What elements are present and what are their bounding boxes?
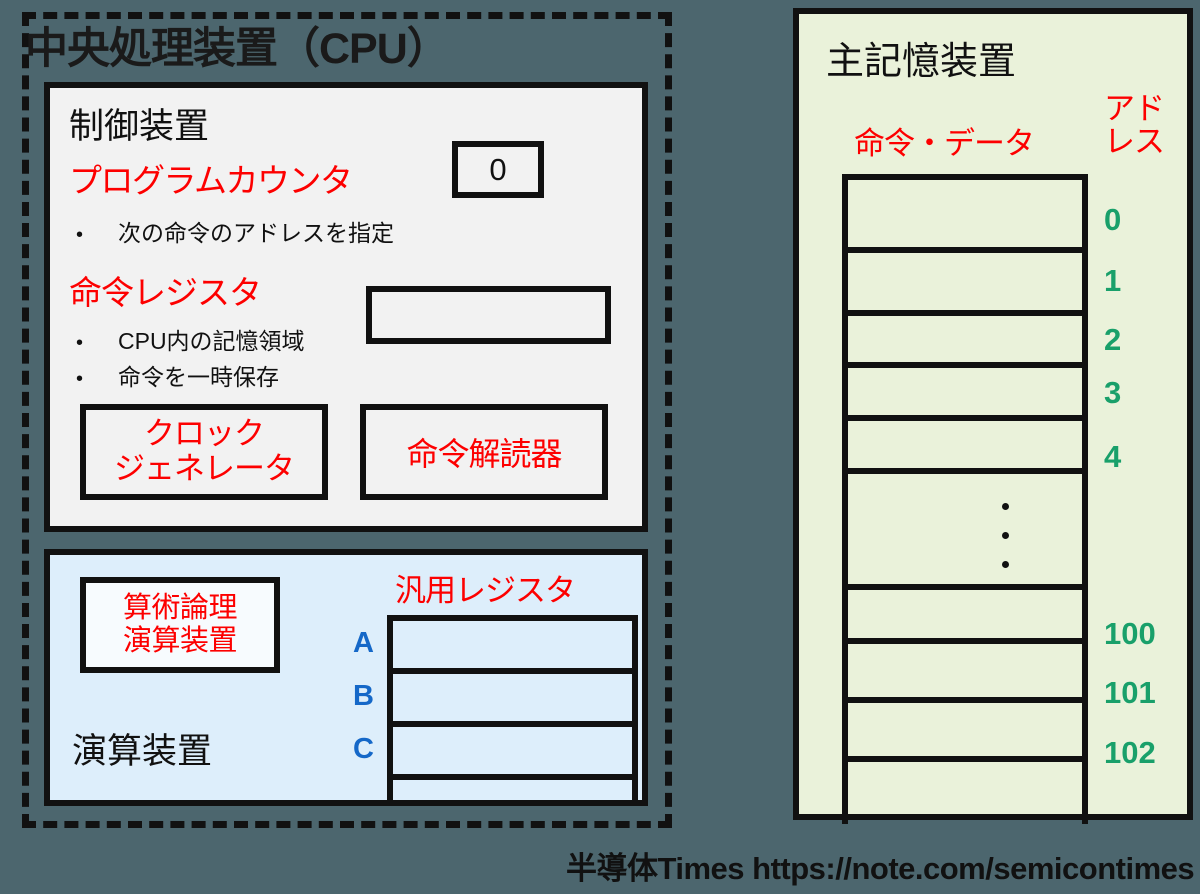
alu-line-2: 演算装置 <box>122 625 238 657</box>
memory-address-4: 4 <box>1104 439 1122 474</box>
instruction-register-bullet-1: • CPU内の記憶領域 <box>76 322 305 356</box>
memory-hline <box>842 247 1088 253</box>
memory-hline <box>842 638 1088 644</box>
bullet-text: 次の命令のアドレスを指定 <box>118 220 394 246</box>
register-name-b: B <box>353 680 374 712</box>
cpu-title: 中央処理装置（CPU） <box>25 25 450 73</box>
memory-hline <box>842 310 1088 316</box>
program-counter-label: プログラムカウンタ <box>69 162 353 199</box>
bullet-dot-icon: • <box>76 332 84 354</box>
memory-ellipsis-icon <box>1002 492 1009 579</box>
alu-line-1: 算術論理 <box>122 591 238 624</box>
instruction-decoder-box: 命令解読器 <box>360 404 608 500</box>
bullet-text: 命令を一時保存 <box>118 364 279 390</box>
gpr-hline <box>387 721 638 727</box>
control-unit-panel: 制御装置 プログラムカウンタ 0 • 次の命令のアドレスを指定 命令レジスタ •… <box>44 82 648 532</box>
gpr-left-border <box>387 615 393 800</box>
memory-hline <box>842 468 1088 474</box>
instruction-register-value-box[interactable] <box>366 286 611 344</box>
instruction-decoder-label: 命令解読器 <box>406 436 562 472</box>
clock-generator-box: クロック ジェネレータ <box>80 404 328 500</box>
memory-hline <box>842 697 1088 703</box>
gpr-hline <box>387 615 638 621</box>
register-name-a: A <box>353 627 374 659</box>
memory-left-border <box>842 174 848 824</box>
memory-hline <box>842 756 1088 762</box>
memory-address-101: 101 <box>1104 675 1156 710</box>
arithmetic-unit-panel: 算術論理 演算装置 演算装置 汎用レジスタ A B C <box>44 549 648 806</box>
memory-address-3: 3 <box>1104 375 1122 410</box>
program-counter-bullet-1: • 次の命令のアドレスを指定 <box>76 214 394 248</box>
clock-generator-line-1: クロック <box>144 416 265 452</box>
bullet-dot-icon: • <box>76 224 84 246</box>
program-counter-value-box[interactable]: 0 <box>452 141 544 198</box>
main-memory-panel: 主記憶装置 命令・データ アドレス 0 1 2 3 4 100 101 102 <box>793 8 1193 824</box>
program-counter-value: 0 <box>489 151 507 187</box>
general-registers-table <box>387 615 638 800</box>
alu-box: 算術論理 演算装置 <box>80 577 280 673</box>
general-registers-label: 汎用レジスタ <box>395 573 576 608</box>
memory-address-102: 102 <box>1104 735 1156 770</box>
memory-hline <box>842 362 1088 368</box>
memory-hline <box>842 584 1088 590</box>
control-unit-title: 制御装置 <box>69 107 210 146</box>
bullet-dot-icon: • <box>76 368 84 390</box>
instruction-register-label: 命令レジスタ <box>69 274 262 311</box>
memory-cell-table <box>842 174 1088 824</box>
memory-hline <box>842 415 1088 421</box>
gpr-hline <box>387 668 638 674</box>
footer-credit: 半導体Times https://note.com/semicontimes <box>566 851 1195 886</box>
memory-address-1: 1 <box>1104 263 1122 298</box>
gpr-right-border <box>632 615 638 800</box>
cpu-container <box>22 12 672 828</box>
memory-address-100: 100 <box>1104 616 1156 651</box>
memory-column-header-data: 命令・データ <box>854 126 1035 161</box>
memory-hline <box>842 174 1088 180</box>
register-name-c: C <box>353 733 374 765</box>
memory-column-header-address: アドレス <box>1104 91 1165 160</box>
memory-address-2: 2 <box>1104 322 1122 357</box>
bullet-text: CPU内の記憶領域 <box>118 328 305 354</box>
instruction-register-bullet-2: • 命令を一時保存 <box>76 358 279 392</box>
main-memory-title: 主記憶装置 <box>826 41 1017 83</box>
memory-right-border <box>1082 174 1088 824</box>
gpr-hline <box>387 774 638 780</box>
arithmetic-unit-title: 演算装置 <box>72 732 213 771</box>
clock-generator-line-2: ジェネレータ <box>114 451 295 486</box>
memory-address-0: 0 <box>1104 202 1122 237</box>
